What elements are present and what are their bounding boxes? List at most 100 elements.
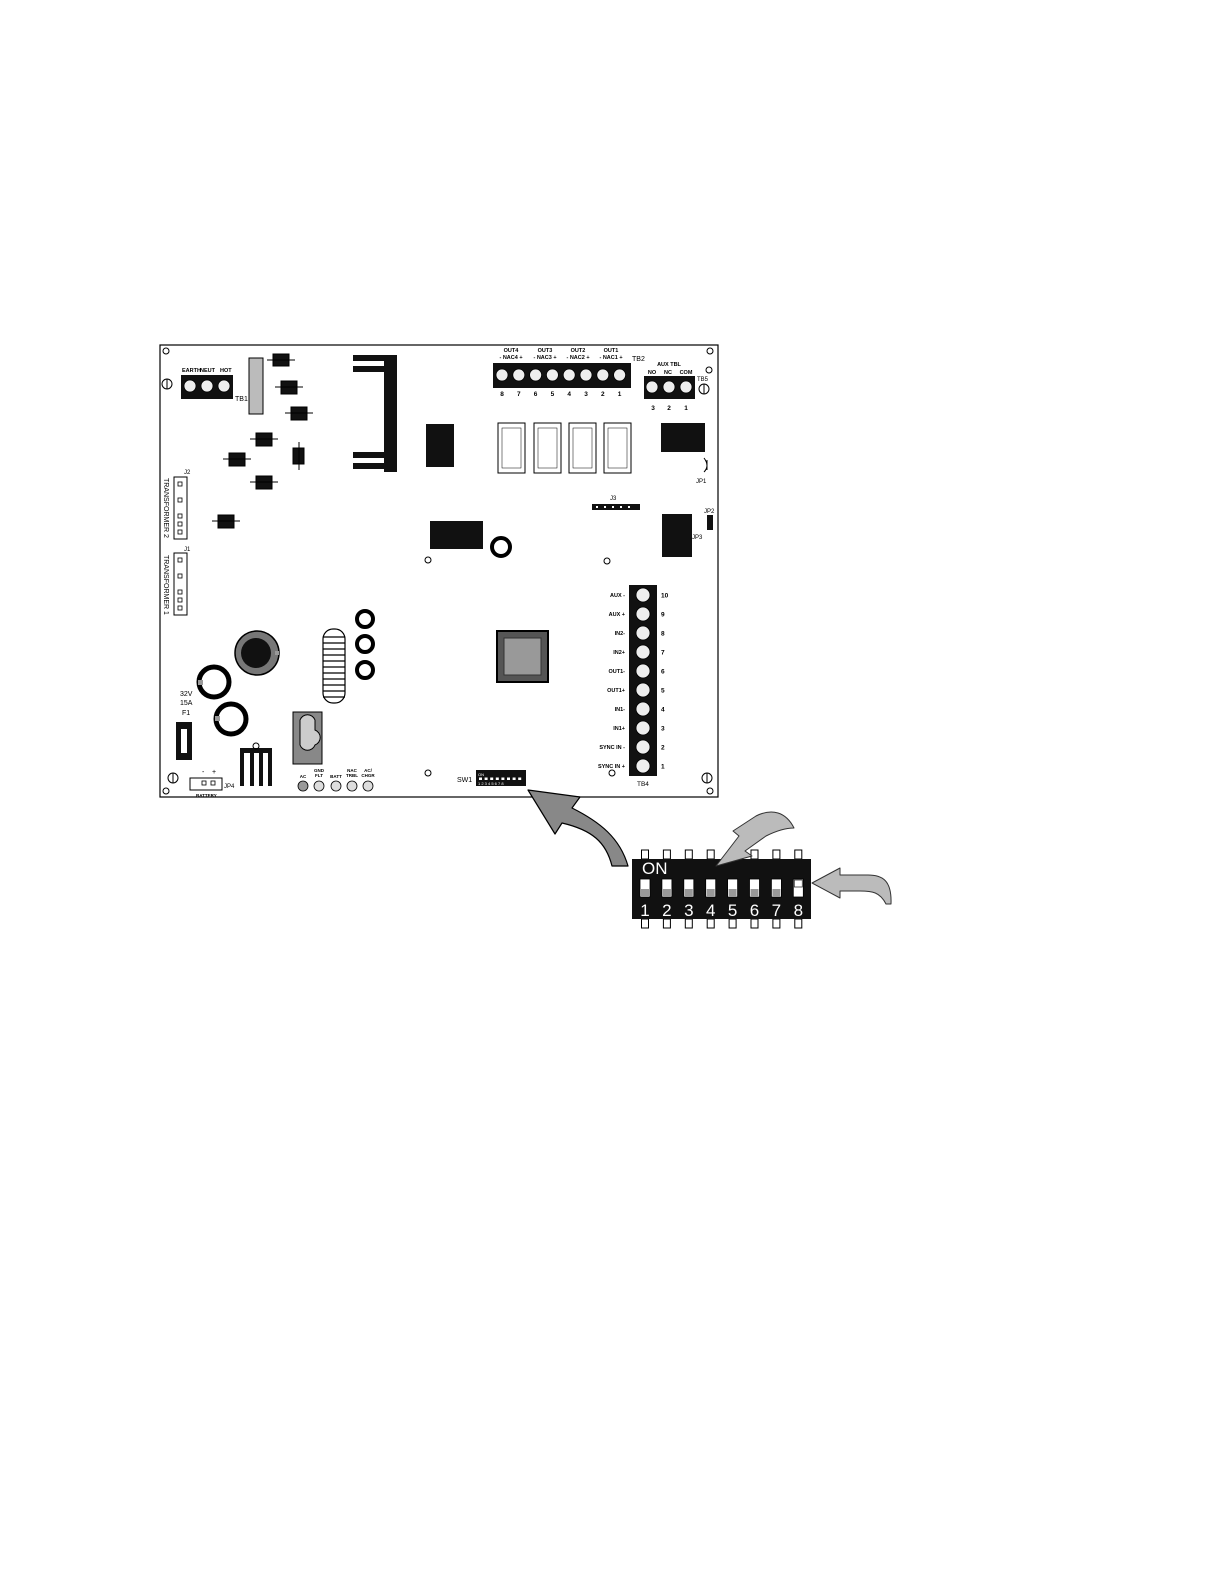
battery-minus: -: [202, 769, 205, 776]
tb5-label-nc: NC: [664, 370, 672, 376]
tb5-num-2: 2: [667, 405, 671, 412]
tb4-label: AUX +: [609, 612, 625, 618]
tb2-number: 8: [500, 391, 504, 398]
jp1-label: JP1: [696, 479, 707, 485]
aux-relay: [661, 423, 705, 452]
tb2-nac1: - NAC1 +: [599, 355, 622, 361]
dip-number: 7: [772, 901, 781, 920]
tb4-label: SYNC IN -: [599, 745, 625, 751]
jp2-label: JP2: [704, 509, 715, 515]
dip-pin-bottom: [772, 918, 781, 929]
dip-toggle-4: [705, 878, 717, 898]
tb4-screw: [635, 758, 651, 774]
board-outline: [159, 344, 719, 798]
dip-pin-top: [750, 849, 759, 860]
tb2-number: 7: [517, 391, 521, 398]
tb2-number: 6: [534, 391, 538, 398]
tb1-label-hot: HOT: [220, 368, 232, 374]
thermal-sensor: [292, 711, 323, 765]
led-indicator: [346, 780, 358, 792]
jp3-component: [662, 514, 692, 557]
led-indicator: [330, 780, 342, 792]
bridge-rectifier: [248, 357, 264, 415]
j3-label: J3: [610, 496, 617, 502]
dip-toggle-3: [683, 878, 695, 898]
tb2-out1: OUT1: [604, 348, 619, 354]
dip-toggle-7: [771, 878, 782, 898]
tb4-label: IN1+: [613, 726, 625, 732]
tb2-screw: [596, 368, 610, 382]
tb5-num-1: 1: [684, 405, 688, 412]
transformer1-label: TRANSFORMER 1: [162, 555, 169, 615]
tb4-label: AUX -: [610, 593, 625, 599]
small-capacitors: [355, 609, 375, 680]
dip-pin-top: [641, 849, 649, 860]
dip-pin-top: [706, 849, 715, 860]
tb4-screw: [635, 625, 651, 641]
tb4-label: IN1-: [615, 707, 626, 713]
jp1-jumper: [703, 457, 708, 473]
tb2-out2: OUT2: [571, 348, 586, 354]
tb4-number: 10: [661, 593, 669, 600]
tb2-nac3: - NAC3 +: [533, 355, 556, 361]
dip-actuator: [662, 889, 671, 896]
tb2-number: 1: [618, 391, 622, 398]
tb5-title: AUX TBL: [657, 362, 681, 368]
ic-chip-1: [426, 424, 454, 467]
dip-pin-top: [794, 849, 803, 860]
dip-actuator: [641, 889, 649, 896]
dip-pin-bottom: [706, 918, 715, 929]
dip-toggle-1: [639, 878, 651, 898]
sw1-toggle: [479, 777, 482, 780]
capacitors: [196, 630, 280, 737]
smd-components: [212, 353, 313, 529]
j3-header: [592, 504, 640, 510]
led-label-line2: TRBL: [346, 773, 358, 778]
led-label: AC: [300, 774, 307, 779]
pointer-arrow-switch-4: [715, 811, 795, 867]
tb4-number: 7: [661, 650, 665, 657]
tb2-nac4: - NAC4 +: [499, 355, 522, 361]
jp2-header: [707, 515, 713, 530]
mounting-holes: [162, 347, 714, 795]
tb5-num-3: 3: [651, 405, 655, 412]
sw1-numbers: 1 2 3 4 5 6 7 8: [478, 781, 504, 786]
sw1-toggle: [490, 777, 494, 780]
led-label: BATT: [330, 774, 342, 779]
transformer2-label: TRANSFORMER 2: [162, 478, 169, 538]
tb4-number: 3: [661, 726, 665, 733]
tb4-label: OUT1-: [609, 669, 626, 675]
j2-connector: J2 TRANSFORMER 2: [162, 470, 191, 540]
tb2-number: 5: [551, 391, 555, 398]
tb2-out4: OUT4: [504, 348, 520, 354]
tb2-number: 3: [584, 391, 588, 398]
tb4-screw: [635, 701, 651, 717]
fuse-f1: 32V 15A F1: [176, 691, 193, 760]
dip-actuator: [793, 879, 803, 888]
screw-holes: [161, 378, 713, 784]
tb4-screw: [635, 644, 651, 660]
relays: [497, 422, 632, 474]
sw1-toggle: [512, 777, 516, 780]
dip-pin-top: [662, 849, 671, 860]
tb4-screw: [635, 682, 651, 698]
dip-pin-top: [772, 849, 781, 860]
dip-number: 6: [750, 901, 759, 920]
dip-number: 1: [640, 901, 649, 920]
dip-number: 4: [706, 901, 715, 920]
tb4-number: 4: [661, 707, 665, 714]
sw1-toggle: [507, 777, 510, 780]
dip-pin-bottom: [684, 918, 693, 929]
tb5-terminal-block: AUX TBL NO NC COM TB5 3 2 1: [644, 362, 709, 412]
jp3-label: JP3: [692, 535, 703, 541]
dip-actuator: [706, 889, 715, 896]
tb2-screw: [495, 368, 509, 382]
fuse-amperage: 15A: [180, 700, 193, 707]
dip-number: 3: [684, 901, 693, 920]
tb1-label-earth: EARTH: [182, 368, 201, 374]
sw1-on: ON: [478, 772, 484, 777]
dip-pin-bottom: [662, 918, 671, 929]
tb2-id: TB2: [632, 356, 645, 363]
dip-toggle-8: [792, 878, 804, 898]
